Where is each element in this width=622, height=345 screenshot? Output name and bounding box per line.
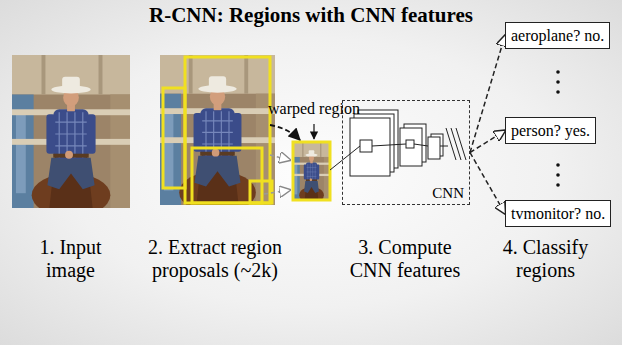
node-text: CNN xyxy=(432,185,464,202)
class-box: aeroplane? no. xyxy=(505,22,610,49)
callout-label: warped region xyxy=(268,100,360,118)
dashed-arrow xyxy=(470,131,505,153)
step-caption: 1. Input image xyxy=(18,236,123,282)
cnn-box: CNN xyxy=(342,100,470,205)
warped-photo xyxy=(293,142,330,203)
cnn-layers xyxy=(330,110,466,176)
warp-arrow xyxy=(264,190,290,194)
step-caption: 4. Classify regions xyxy=(488,236,603,282)
dashed-arrow xyxy=(470,36,505,153)
region-proposals xyxy=(163,57,272,203)
input-photo xyxy=(12,55,130,217)
class-box: tvmonitor? no. xyxy=(505,200,611,227)
step-caption: 2. Extract region proposals (~2k) xyxy=(135,236,295,282)
node-text: person? yes. xyxy=(511,121,590,140)
node-text: tvmonitor? no. xyxy=(511,204,605,223)
step-caption: 3. Compute CNN features xyxy=(341,236,469,282)
proposal-photo xyxy=(160,55,275,214)
class-box: person? yes. xyxy=(505,117,596,144)
warped-outline xyxy=(293,142,330,200)
node-text: aeroplane? no. xyxy=(511,26,604,45)
leader-line xyxy=(313,124,314,139)
warp-arrow xyxy=(270,125,300,140)
dashed-arrow xyxy=(470,153,505,214)
warp-arrow xyxy=(270,155,290,160)
